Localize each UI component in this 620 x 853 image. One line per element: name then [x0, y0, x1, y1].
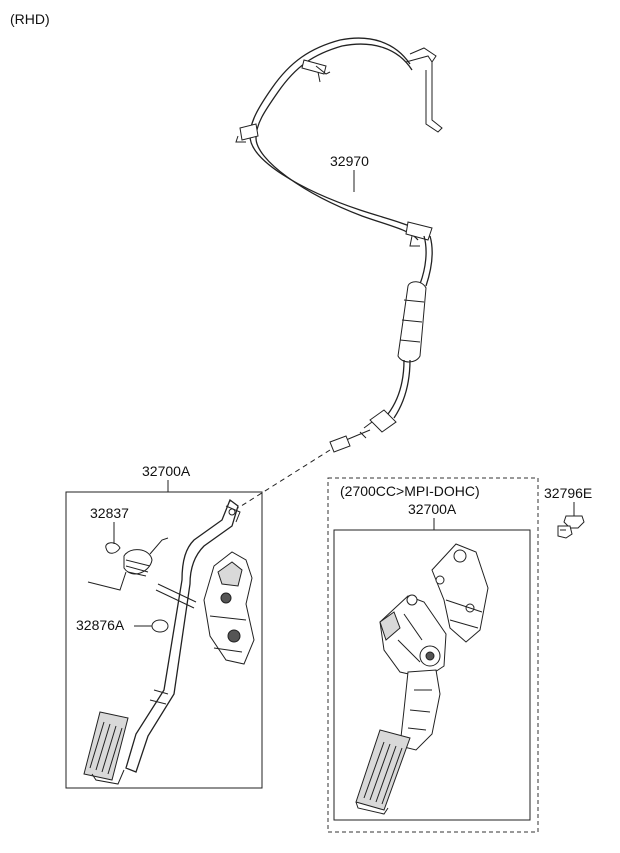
callout-cable: 32970 — [330, 153, 369, 169]
pedal-bracket-left[interactable] — [203, 551, 255, 665]
callout-stopper: 32876A — [76, 617, 125, 633]
callout-bolt: 32796E — [544, 485, 592, 501]
pedal-arm-left[interactable] — [125, 498, 241, 773]
pedal-pad-left[interactable] — [83, 711, 129, 785]
callout-assy-left: 32700A — [142, 463, 191, 479]
assy-right-frame — [333, 529, 531, 821]
return-spring[interactable] — [87, 537, 169, 591]
callout-assy-right: 32700A — [408, 501, 457, 517]
option-group-frame — [327, 477, 539, 833]
variant-tag: (RHD) — [10, 11, 50, 27]
accelerator-cable[interactable] — [235, 37, 443, 509]
assy-left-frame — [65, 491, 263, 789]
callout-spring: 32837 — [90, 505, 129, 521]
pedal-pad-right[interactable] — [355, 729, 411, 815]
pedal-arm-right[interactable] — [399, 669, 441, 751]
pedal-bracket-right[interactable] — [431, 543, 489, 643]
mounting-bolt[interactable] — [557, 515, 585, 539]
pedal-sensor-right[interactable] — [379, 594, 447, 679]
option-group-header: (2700CC>MPI-DOHC) — [340, 483, 480, 499]
stopper[interactable] — [151, 619, 169, 633]
